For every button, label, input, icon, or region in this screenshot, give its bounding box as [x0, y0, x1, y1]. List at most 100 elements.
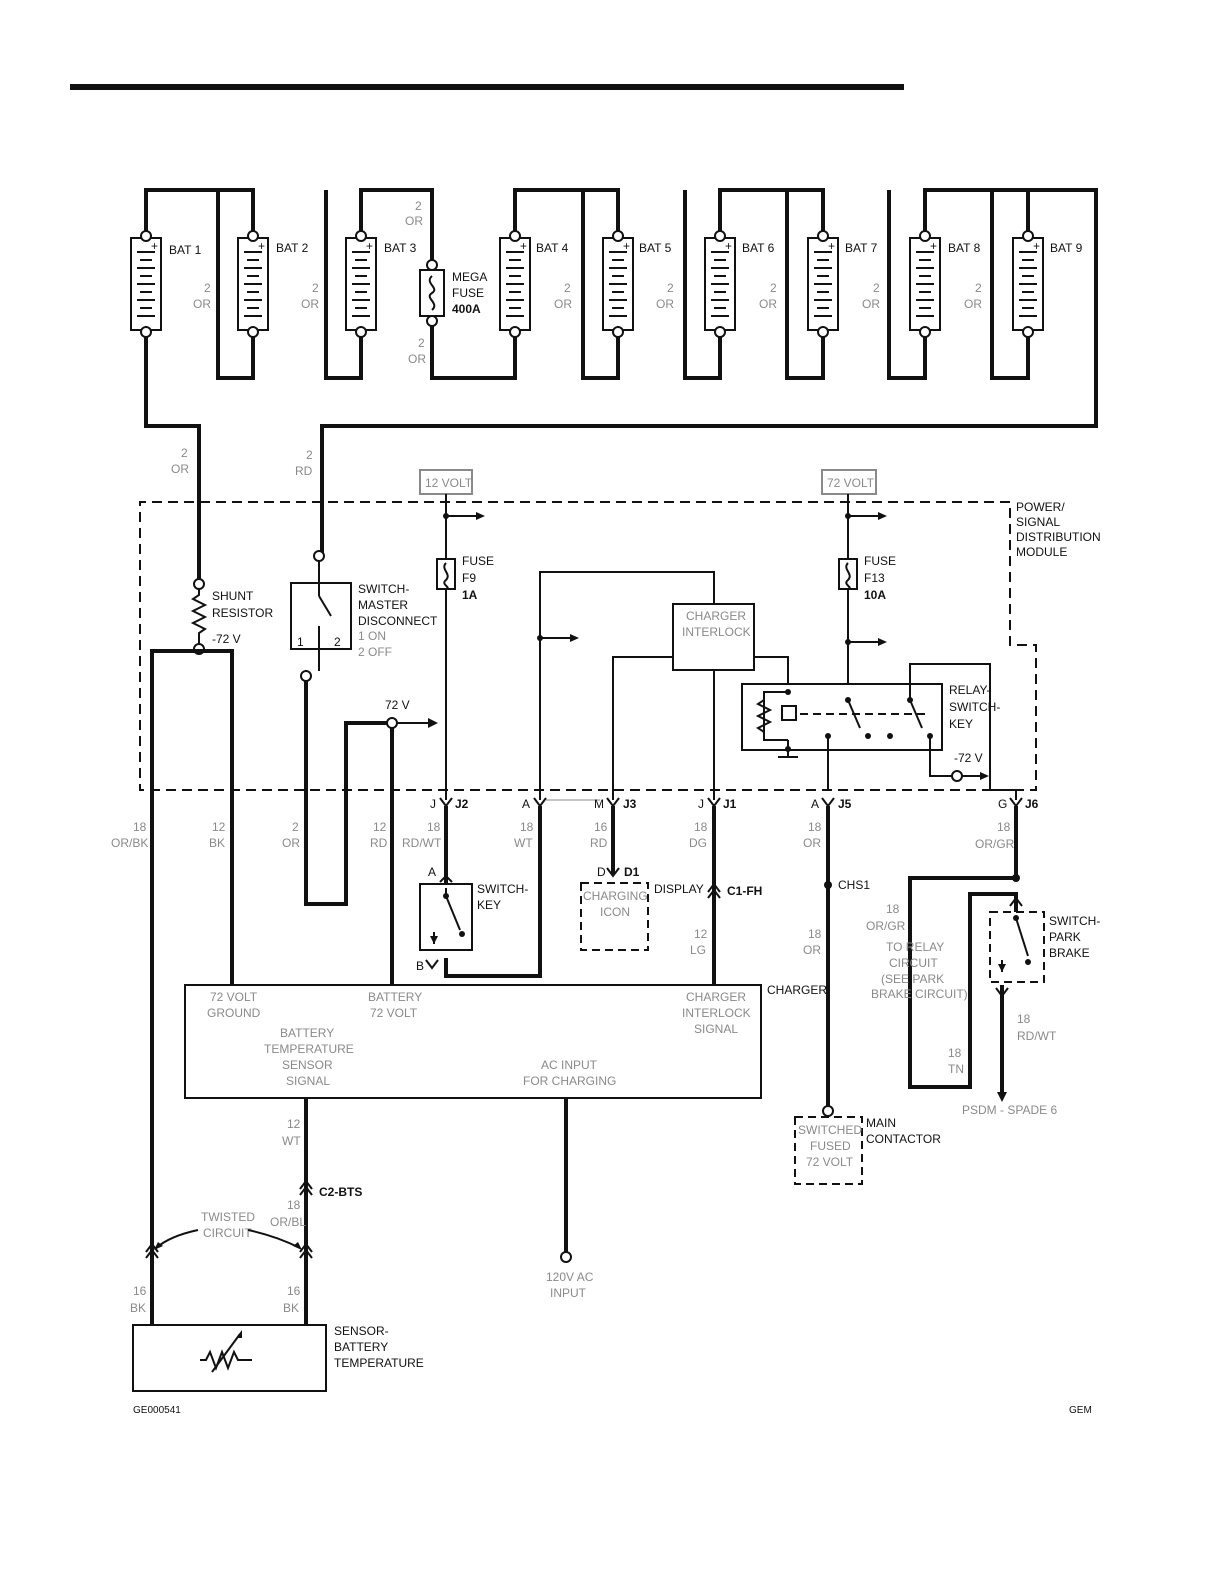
svg-text:+: +	[828, 239, 835, 253]
svg-text:+: +	[725, 239, 732, 253]
svg-text:POWER/: POWER/	[1016, 500, 1065, 514]
svg-text:OR: OR	[408, 352, 426, 366]
svg-text:LG: LG	[690, 943, 706, 957]
gem-label: GEM	[1069, 1405, 1092, 1416]
svg-text:J2: J2	[455, 797, 469, 811]
switch-park-brake: SWITCH- PARK BRAKE PSDM - SPADE 6	[962, 874, 1100, 1117]
svg-text:18: 18	[520, 820, 534, 834]
svg-text:INTERLOCK: INTERLOCK	[682, 1006, 751, 1020]
battery-row: + BAT 1 + BAT 2 + BAT 3 + BAT 4	[130, 230, 1083, 338]
switch-master-disconnect: 1 2 SWITCH- MASTER DISCONNECT 1 ON 2 OFF	[290, 550, 438, 682]
svg-text:DISCONNECT: DISCONNECT	[358, 614, 438, 628]
svg-text:72 VOLT: 72 VOLT	[806, 1155, 854, 1169]
svg-text:RD: RD	[590, 836, 608, 850]
svg-text:ICON: ICON	[600, 905, 630, 919]
svg-text:OR: OR	[803, 943, 821, 957]
svg-text:2: 2	[204, 281, 211, 295]
svg-text:400A: 400A	[452, 302, 481, 316]
connector-c1-fh: C1-FH	[707, 882, 762, 899]
svg-text:C2-BTS: C2-BTS	[319, 1185, 362, 1199]
svg-text:1 ON: 1 ON	[358, 629, 386, 643]
svg-text:+: +	[366, 239, 373, 253]
svg-text:120V AC: 120V AC	[546, 1270, 594, 1284]
switch-key: A B SWITCH- KEY	[416, 865, 528, 973]
svg-text:18: 18	[808, 820, 822, 834]
svg-text:BRAKE CIRCUIT): BRAKE CIRCUIT)	[871, 987, 968, 1001]
battery-label: BAT 2	[276, 241, 309, 255]
battery-8: + BAT 8	[909, 230, 981, 338]
battery-wire-labels: 2OR 2OR 2OR 2OR 2OR 2OR 2OR 2OR 2OR 2OR …	[171, 199, 982, 478]
svg-text:OR: OR	[171, 462, 189, 476]
battery-label: BAT 4	[536, 241, 569, 255]
svg-text:SIGNAL: SIGNAL	[1016, 515, 1060, 529]
svg-text:SWITCH-: SWITCH-	[358, 582, 409, 596]
svg-text:TN: TN	[948, 1062, 964, 1076]
svg-text:CHS1: CHS1	[838, 878, 870, 892]
svg-text:BATTERY: BATTERY	[280, 1026, 334, 1040]
svg-text:TWISTED: TWISTED	[201, 1210, 255, 1224]
charger-interlock-wiring	[537, 571, 789, 800]
svg-text:2 OFF: 2 OFF	[358, 645, 392, 659]
svg-text:1A: 1A	[462, 588, 478, 602]
battery-label: BAT 9	[1050, 241, 1083, 255]
svg-text:SWITCH-: SWITCH-	[949, 700, 1000, 714]
volt-72-tag: 72 VOLT	[821, 469, 877, 495]
svg-text:KEY: KEY	[949, 717, 973, 731]
svg-text:2: 2	[334, 635, 341, 649]
svg-text:FUSE: FUSE	[462, 554, 494, 568]
svg-text:INTERLOCK: INTERLOCK	[682, 625, 751, 639]
svg-text:18: 18	[948, 1046, 962, 1060]
volt-12-tag: 12 VOLT	[419, 469, 473, 495]
svg-text:+: +	[520, 239, 527, 253]
svg-text:18: 18	[287, 1198, 301, 1212]
svg-text:G: G	[998, 797, 1007, 811]
svg-text:2: 2	[873, 281, 880, 295]
svg-text:A: A	[811, 797, 819, 811]
svg-text:OR: OR	[759, 297, 777, 311]
svg-text:18: 18	[997, 820, 1011, 834]
svg-text:PSDM - SPADE 6: PSDM - SPADE 6	[962, 1103, 1057, 1117]
svg-text:OR: OR	[301, 297, 319, 311]
svg-text:12: 12	[212, 820, 226, 834]
mega-fuse: MEGA FUSE 400A	[419, 259, 487, 327]
svg-text:+: +	[151, 239, 158, 253]
battery-label: BAT 8	[948, 241, 981, 255]
svg-text:J: J	[430, 797, 436, 811]
svg-text:2: 2	[418, 336, 425, 350]
svg-text:GROUND: GROUND	[207, 1006, 261, 1020]
connector-j3: M J3	[594, 797, 637, 811]
svg-text:BK: BK	[209, 836, 225, 850]
svg-text:OR: OR	[405, 214, 423, 228]
svg-text:12: 12	[694, 927, 708, 941]
svg-text:DISTRIBUTION: DISTRIBUTION	[1016, 530, 1101, 544]
svg-text:BK: BK	[283, 1301, 299, 1315]
svg-text:FUSE: FUSE	[452, 286, 484, 300]
svg-text:F9: F9	[462, 571, 476, 585]
svg-text:BATTERY: BATTERY	[334, 1340, 388, 1354]
battery-string-wiring	[144, 188, 1098, 588]
svg-text:RD: RD	[370, 836, 388, 850]
svg-text:D1: D1	[624, 865, 640, 879]
svg-text:WT: WT	[514, 836, 533, 850]
svg-text:CIRCUIT: CIRCUIT	[203, 1226, 252, 1240]
svg-text:BRAKE: BRAKE	[1049, 946, 1090, 960]
battery-6: + BAT 6	[704, 230, 775, 338]
svg-text:J: J	[698, 797, 704, 811]
ground-loop-wire	[150, 649, 234, 1360]
svg-text:-72 V: -72 V	[212, 632, 241, 646]
svg-text:OR/BL: OR/BL	[270, 1215, 306, 1229]
battery-9: + BAT 9	[1012, 230, 1083, 338]
svg-text:RELAY-: RELAY-	[949, 683, 990, 697]
svg-text:RD: RD	[295, 464, 313, 478]
svg-text:CHARGER: CHARGER	[686, 990, 746, 1004]
svg-text:OR/GR: OR/GR	[975, 837, 1015, 851]
module-outline	[139, 501, 1037, 791]
svg-text:1: 1	[297, 635, 304, 649]
svg-text:+: +	[258, 239, 265, 253]
battery-7: + BAT 7	[807, 230, 878, 338]
battery-3: + BAT 3	[345, 230, 417, 338]
svg-text:PARK: PARK	[1049, 930, 1081, 944]
svg-text:B: B	[416, 959, 424, 973]
svg-text:WT: WT	[282, 1134, 301, 1148]
svg-text:12: 12	[287, 1117, 301, 1131]
